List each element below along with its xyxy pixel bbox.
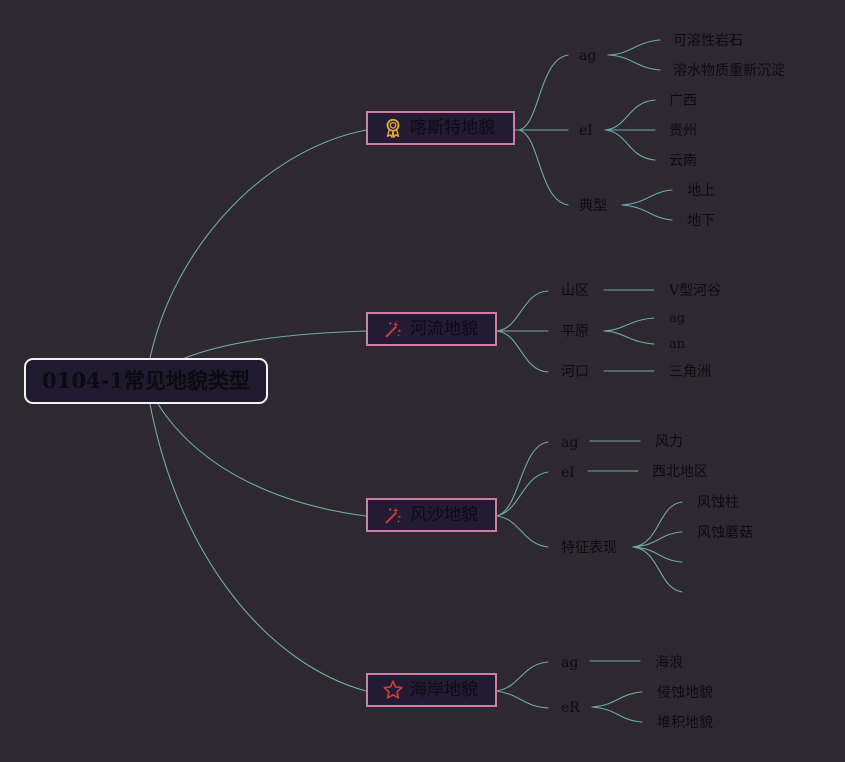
- subtopic-wind-ei[interactable]: eI: [561, 465, 575, 481]
- subtopic-coast-er[interactable]: eR: [561, 700, 580, 716]
- link-coast-ag: [495, 661, 549, 692]
- link-coast-er: [495, 690, 549, 709]
- link-wind-ag: [495, 441, 549, 517]
- branch-river[interactable]: 河流地貌: [366, 312, 497, 346]
- leaf-guangxi[interactable]: 广西: [669, 93, 697, 109]
- leaf-redeposition[interactable]: 溶水物质重新沉淀: [673, 63, 785, 79]
- link-wind-ei: [495, 471, 549, 517]
- link-ei-yunnan: [604, 129, 656, 161]
- link-plain-ag: [603, 317, 655, 332]
- link-er-deposition: [591, 706, 643, 723]
- leaf-above-ground[interactable]: 地上: [687, 183, 715, 199]
- root-topic[interactable]: 0104-1常见地貌类型: [24, 358, 268, 404]
- subtopic-karst-ei[interactable]: eI: [579, 123, 593, 139]
- leaf-plain-an[interactable]: an: [669, 337, 686, 352]
- link-root-wind: [157, 403, 367, 517]
- subtopic-river-estuary[interactable]: 河口: [561, 364, 589, 380]
- leaf-delta[interactable]: 三角洲: [669, 364, 711, 380]
- link-feature-pillar: [632, 501, 683, 548]
- link-typical-below: [621, 204, 673, 221]
- leaf-wind-force[interactable]: 风力: [655, 434, 683, 450]
- link-ei-guangxi: [604, 99, 656, 131]
- leaf-v-valley[interactable]: V型河谷: [669, 283, 722, 299]
- link-feature-empty-2: [632, 546, 683, 593]
- subtopic-karst-typical[interactable]: 典型: [579, 198, 607, 214]
- branch-label: 河流地貌: [410, 319, 478, 339]
- link-ag-rock: [607, 39, 661, 56]
- subtopic-coast-ag[interactable]: ag: [561, 655, 579, 671]
- branch-karst[interactable]: 喀斯特地貌: [366, 111, 515, 145]
- leaf-soluble-rock[interactable]: 可溶性岩石: [673, 33, 743, 49]
- link-feature-mushroom: [632, 531, 683, 548]
- star-icon: [382, 679, 404, 701]
- leaf-yunnan[interactable]: 云南: [669, 153, 697, 169]
- link-karst-typical: [517, 129, 569, 206]
- branch-wind[interactable]: 风沙地貌: [366, 498, 497, 532]
- link-root-karst: [149, 129, 367, 359]
- magic-wand-icon: [382, 318, 404, 340]
- leaf-wind-mushroom[interactable]: 风蚀蘑菇: [697, 525, 753, 541]
- ribbon-medal-icon: [382, 117, 404, 139]
- link-plain-an: [603, 330, 655, 345]
- leaf-wind-pillar[interactable]: 风蚀柱: [697, 495, 739, 511]
- link-karst-ag: [517, 54, 569, 131]
- link-feature-empty-1: [632, 546, 683, 563]
- leaf-underground[interactable]: 地下: [687, 213, 715, 229]
- link-river-estuary: [495, 330, 549, 373]
- leaf-deposition-landform[interactable]: 堆积地貌: [657, 715, 713, 731]
- subtopic-wind-ag[interactable]: ag: [561, 435, 579, 451]
- link-root-river: [184, 330, 367, 359]
- branch-label: 喀斯特地貌: [410, 118, 495, 138]
- subtopic-wind-feature[interactable]: 特征表现: [561, 540, 617, 556]
- branch-label: 海岸地貌: [410, 680, 478, 700]
- subtopic-karst-ag[interactable]: ag: [579, 48, 597, 64]
- leaf-plain-ag[interactable]: ag: [669, 311, 686, 326]
- link-er-erosion: [591, 691, 643, 708]
- link-river-mountain: [495, 290, 549, 332]
- link-root-coast: [149, 403, 367, 692]
- leaf-erosion-landform[interactable]: 侵蚀地貌: [657, 685, 713, 701]
- branch-label: 风沙地貌: [410, 505, 478, 525]
- subtopic-river-mountain[interactable]: 山区: [561, 283, 589, 299]
- leaf-waves[interactable]: 海浪: [655, 655, 683, 671]
- subtopic-river-plain[interactable]: 平原: [561, 324, 589, 340]
- link-ag-deposit: [607, 54, 661, 71]
- branch-coast[interactable]: 海岸地貌: [366, 673, 497, 707]
- leaf-guizhou[interactable]: 贵州: [669, 123, 697, 139]
- leaf-northwest[interactable]: 西北地区: [652, 464, 708, 480]
- link-wind-feature: [495, 515, 549, 548]
- link-typical-above: [621, 189, 673, 206]
- magic-wand-icon: [382, 504, 404, 526]
